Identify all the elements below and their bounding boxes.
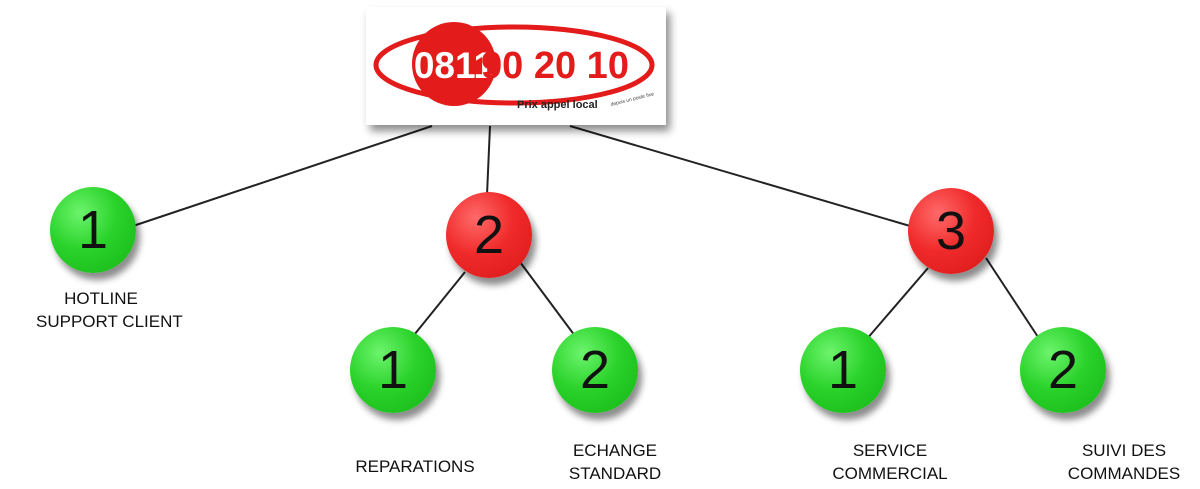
edge-2-to-2-1	[409, 271, 466, 341]
menu-option-1-node: 1	[50, 187, 136, 273]
label-line: COMMERCIAL	[832, 464, 948, 483]
submenu-3-1-node: 1	[800, 327, 886, 413]
label-line: SUPPORT CLIENT	[36, 312, 183, 331]
menu-option-1-label: HOTLINE SUPPORT CLIENT	[36, 287, 183, 333]
submenu-3-1-label: SERVICE COMMERCIAL	[830, 439, 950, 485]
submenu-2-1-label: REPARATIONS	[330, 455, 500, 478]
menu-option-3-node: 3	[908, 188, 994, 274]
label-line: ECHANGE	[572, 441, 658, 460]
edge-3-to-3-2	[985, 257, 1041, 341]
edge-root-to-2	[486, 125, 491, 196]
edge-2-to-2-2	[519, 261, 579, 341]
label-line: SUIVI DES	[1081, 441, 1167, 460]
label-line: COMMANDES	[1067, 464, 1181, 483]
edge-root-to-3	[569, 125, 911, 227]
menu-option-2-node: 2	[446, 192, 532, 278]
hotline-logo: 0811 90 20 10 Prix appel local depuis un…	[366, 7, 666, 125]
submenu-2-2-label: ECHANGE STANDARD	[560, 439, 670, 485]
label-line: HOTLINE	[64, 289, 138, 308]
label-line: REPARATIONS	[355, 457, 475, 476]
submenu-3-2-node: 2	[1020, 327, 1106, 413]
label-line: STANDARD	[568, 464, 662, 483]
submenu-2-1-node: 1	[350, 327, 436, 413]
logo-graphic: 0811 90 20 10 Prix appel local depuis un…	[373, 22, 655, 111]
logo-phone-number: 90 20 10	[481, 45, 629, 87]
edge-root-to-1	[132, 125, 433, 227]
logo-tagline: Prix appel local	[517, 99, 598, 111]
logo-phone-prefix: 0811	[414, 45, 494, 86]
submenu-3-2-label: SUIVI DES COMMANDES	[1054, 439, 1194, 485]
logo-tagline-small: depuis un poste fixe	[610, 91, 655, 108]
label-line: SERVICE	[852, 441, 928, 460]
edge-3-to-3-1	[865, 267, 929, 341]
submenu-2-2-node: 2	[552, 327, 638, 413]
